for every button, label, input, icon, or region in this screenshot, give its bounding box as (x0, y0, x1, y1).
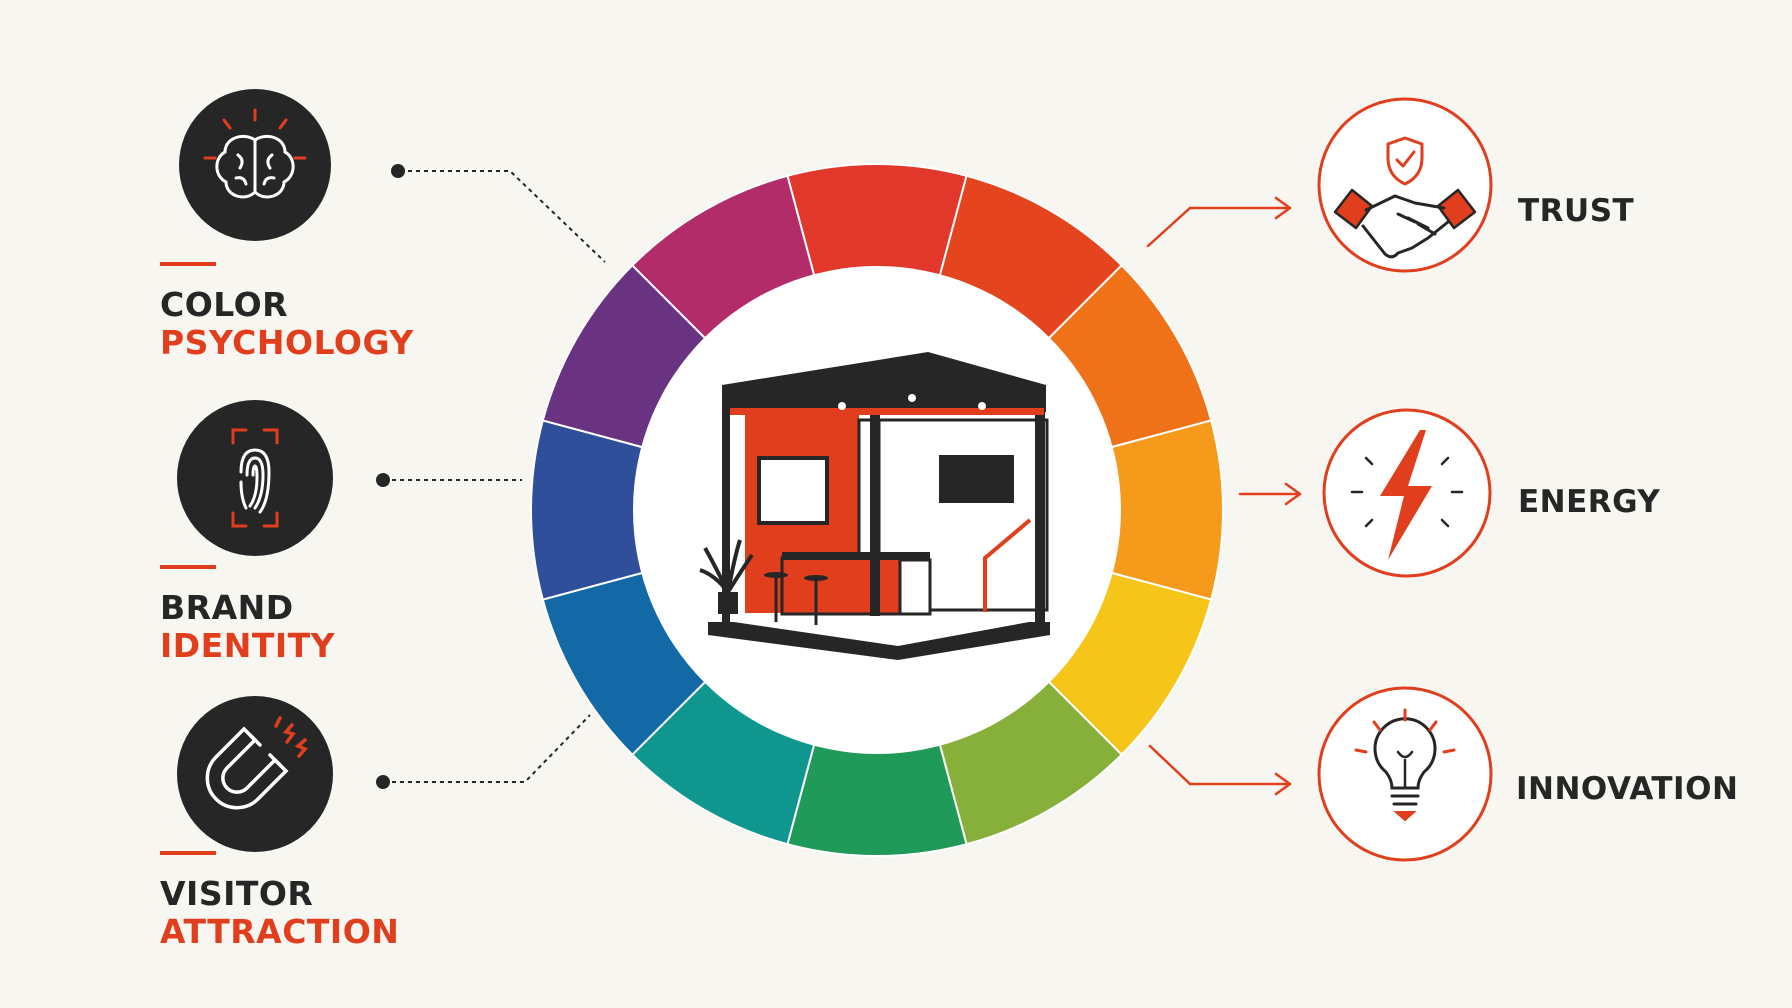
color-wheel (530, 163, 1224, 857)
label-accent-bar (160, 565, 216, 569)
label-line1: BRAND (160, 588, 294, 627)
wheel-segment (1107, 419, 1224, 601)
brand-identity-badge (177, 400, 333, 556)
connector-dot (391, 164, 405, 178)
connector-dot (376, 775, 390, 789)
wheel-segment (786, 740, 968, 857)
label-line2: PSYCHOLOGY (160, 323, 414, 362)
exhibition-booth-icon (699, 352, 1050, 660)
trust-label: TRUST (1518, 193, 1635, 229)
magnet-icon (205, 716, 308, 810)
brand-identity-label: BRAND IDENTITY (160, 565, 335, 665)
label-line1: VISITOR (160, 874, 314, 913)
wheel-segment (786, 163, 968, 280)
energy-label: ENERGY (1518, 484, 1661, 520)
left-connectors (384, 170, 606, 783)
visitor-attraction-label: VISITOR ATTRACTION (160, 851, 399, 951)
label-accent-bar (160, 851, 216, 855)
visitor-attraction-badge (177, 696, 333, 852)
handshake-shield-icon (1333, 136, 1477, 259)
lightbulb-icon (1354, 708, 1456, 822)
label-line2: ATTRACTION (160, 912, 400, 951)
brain-icon (203, 108, 307, 199)
right-arrows (1146, 196, 1302, 796)
fingerprint-icon (231, 428, 279, 528)
label-line2: IDENTITY (160, 626, 336, 665)
color-psychology-label: COLOR PSYCHOLOGY (160, 262, 414, 362)
lightning-bolt-icon (1350, 430, 1464, 560)
label-accent-bar (160, 262, 216, 266)
connector-dot (376, 473, 390, 487)
wheel-segment (530, 419, 647, 601)
innovation-label: INNOVATION (1516, 771, 1739, 807)
label-line1: COLOR (160, 285, 289, 324)
